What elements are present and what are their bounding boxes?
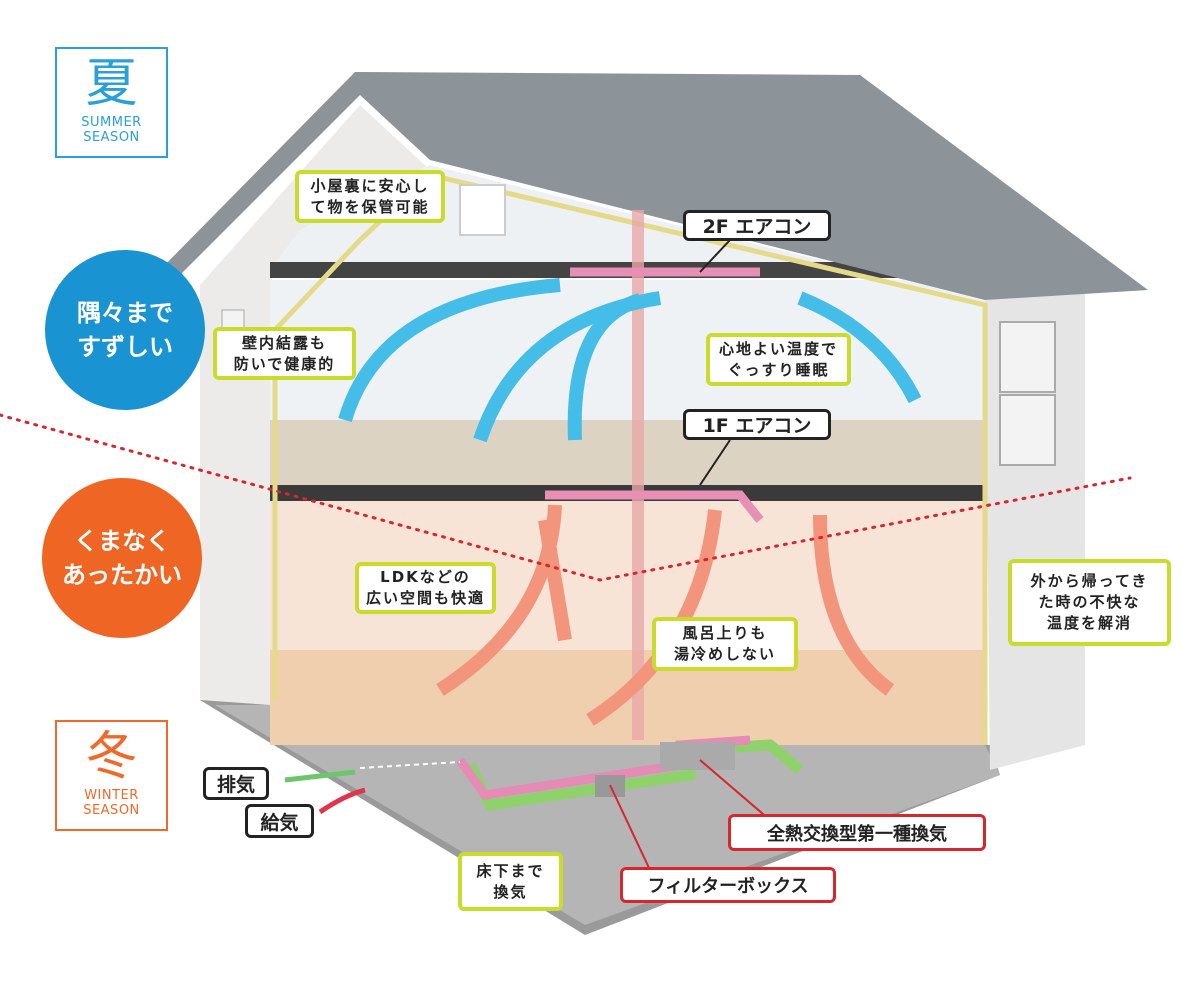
leader-2f [699, 239, 731, 273]
second-floor-wood [270, 420, 985, 490]
underfloor-ventilation-label: 床下まで 換気 [458, 852, 563, 911]
supply-arrow [318, 787, 366, 815]
warm-everywhere-circle: くまなく あったかい [42, 478, 202, 638]
warm-arrow [813, 514, 895, 696]
cool-everywhere-circle: 隅々まで すずしい [45, 250, 205, 410]
winter-label-1: WINTER [84, 788, 139, 803]
summer-label-2: SEASON [83, 130, 140, 145]
wall-condensation-label: 壁内結露も 防いで健康的 [213, 327, 356, 380]
leader-1f [699, 439, 731, 486]
attic-storage-label: 小屋裏に安心し て物を保管可能 [295, 170, 445, 223]
summer-kanji: 夏 [85, 54, 138, 114]
filter-box-label: フィルターボックス [620, 867, 836, 903]
roof [155, 72, 1148, 300]
ac-1f-label: 1F エアコン [683, 409, 831, 440]
return-home-label: 外から帰ってき た時の不快な 温度を解消 [1008, 559, 1171, 646]
right-window-upper [999, 321, 1056, 393]
winter-kanji: 冬 [85, 727, 138, 787]
warm-arrow [538, 518, 572, 642]
underfloor-space [215, 705, 1000, 925]
cool-arrow [338, 278, 561, 422]
leader-erv [699, 759, 771, 821]
ac-duct-1f [545, 490, 764, 523]
cool-arrow [567, 293, 643, 441]
vertical-duct [632, 210, 644, 740]
cool-arrow [797, 291, 922, 404]
cool-air-arrows [338, 278, 922, 443]
leader-filter [609, 784, 651, 871]
winter-label-2: SEASON [83, 803, 140, 818]
bath-label: 風呂上りも 湯冷めしない [652, 617, 798, 671]
erv-label: 全熱交換型第一種換気 [728, 814, 986, 851]
exhaust-arrow [284, 769, 356, 783]
summer-season-badge: 夏 SUMMER SEASON [55, 47, 168, 158]
ldk-label: LDKなどの 広い空間も快適 [355, 562, 496, 614]
right-window-lower [999, 394, 1056, 466]
ac-2f-label: 2F エアコン [683, 210, 831, 241]
winter-season-badge: 冬 WINTER SEASON [55, 720, 168, 831]
erv-unit [660, 742, 735, 770]
attic-window [459, 184, 506, 236]
supply-label: 給気 [245, 804, 314, 838]
summer-label-1: SUMMER [81, 115, 142, 130]
exhaust-label: 排気 [203, 767, 269, 800]
duct-dashed [359, 761, 461, 769]
sleep-label: 心地よい温度で ぐっすり睡眠 [706, 333, 851, 386]
season-divider [0, 413, 1132, 582]
